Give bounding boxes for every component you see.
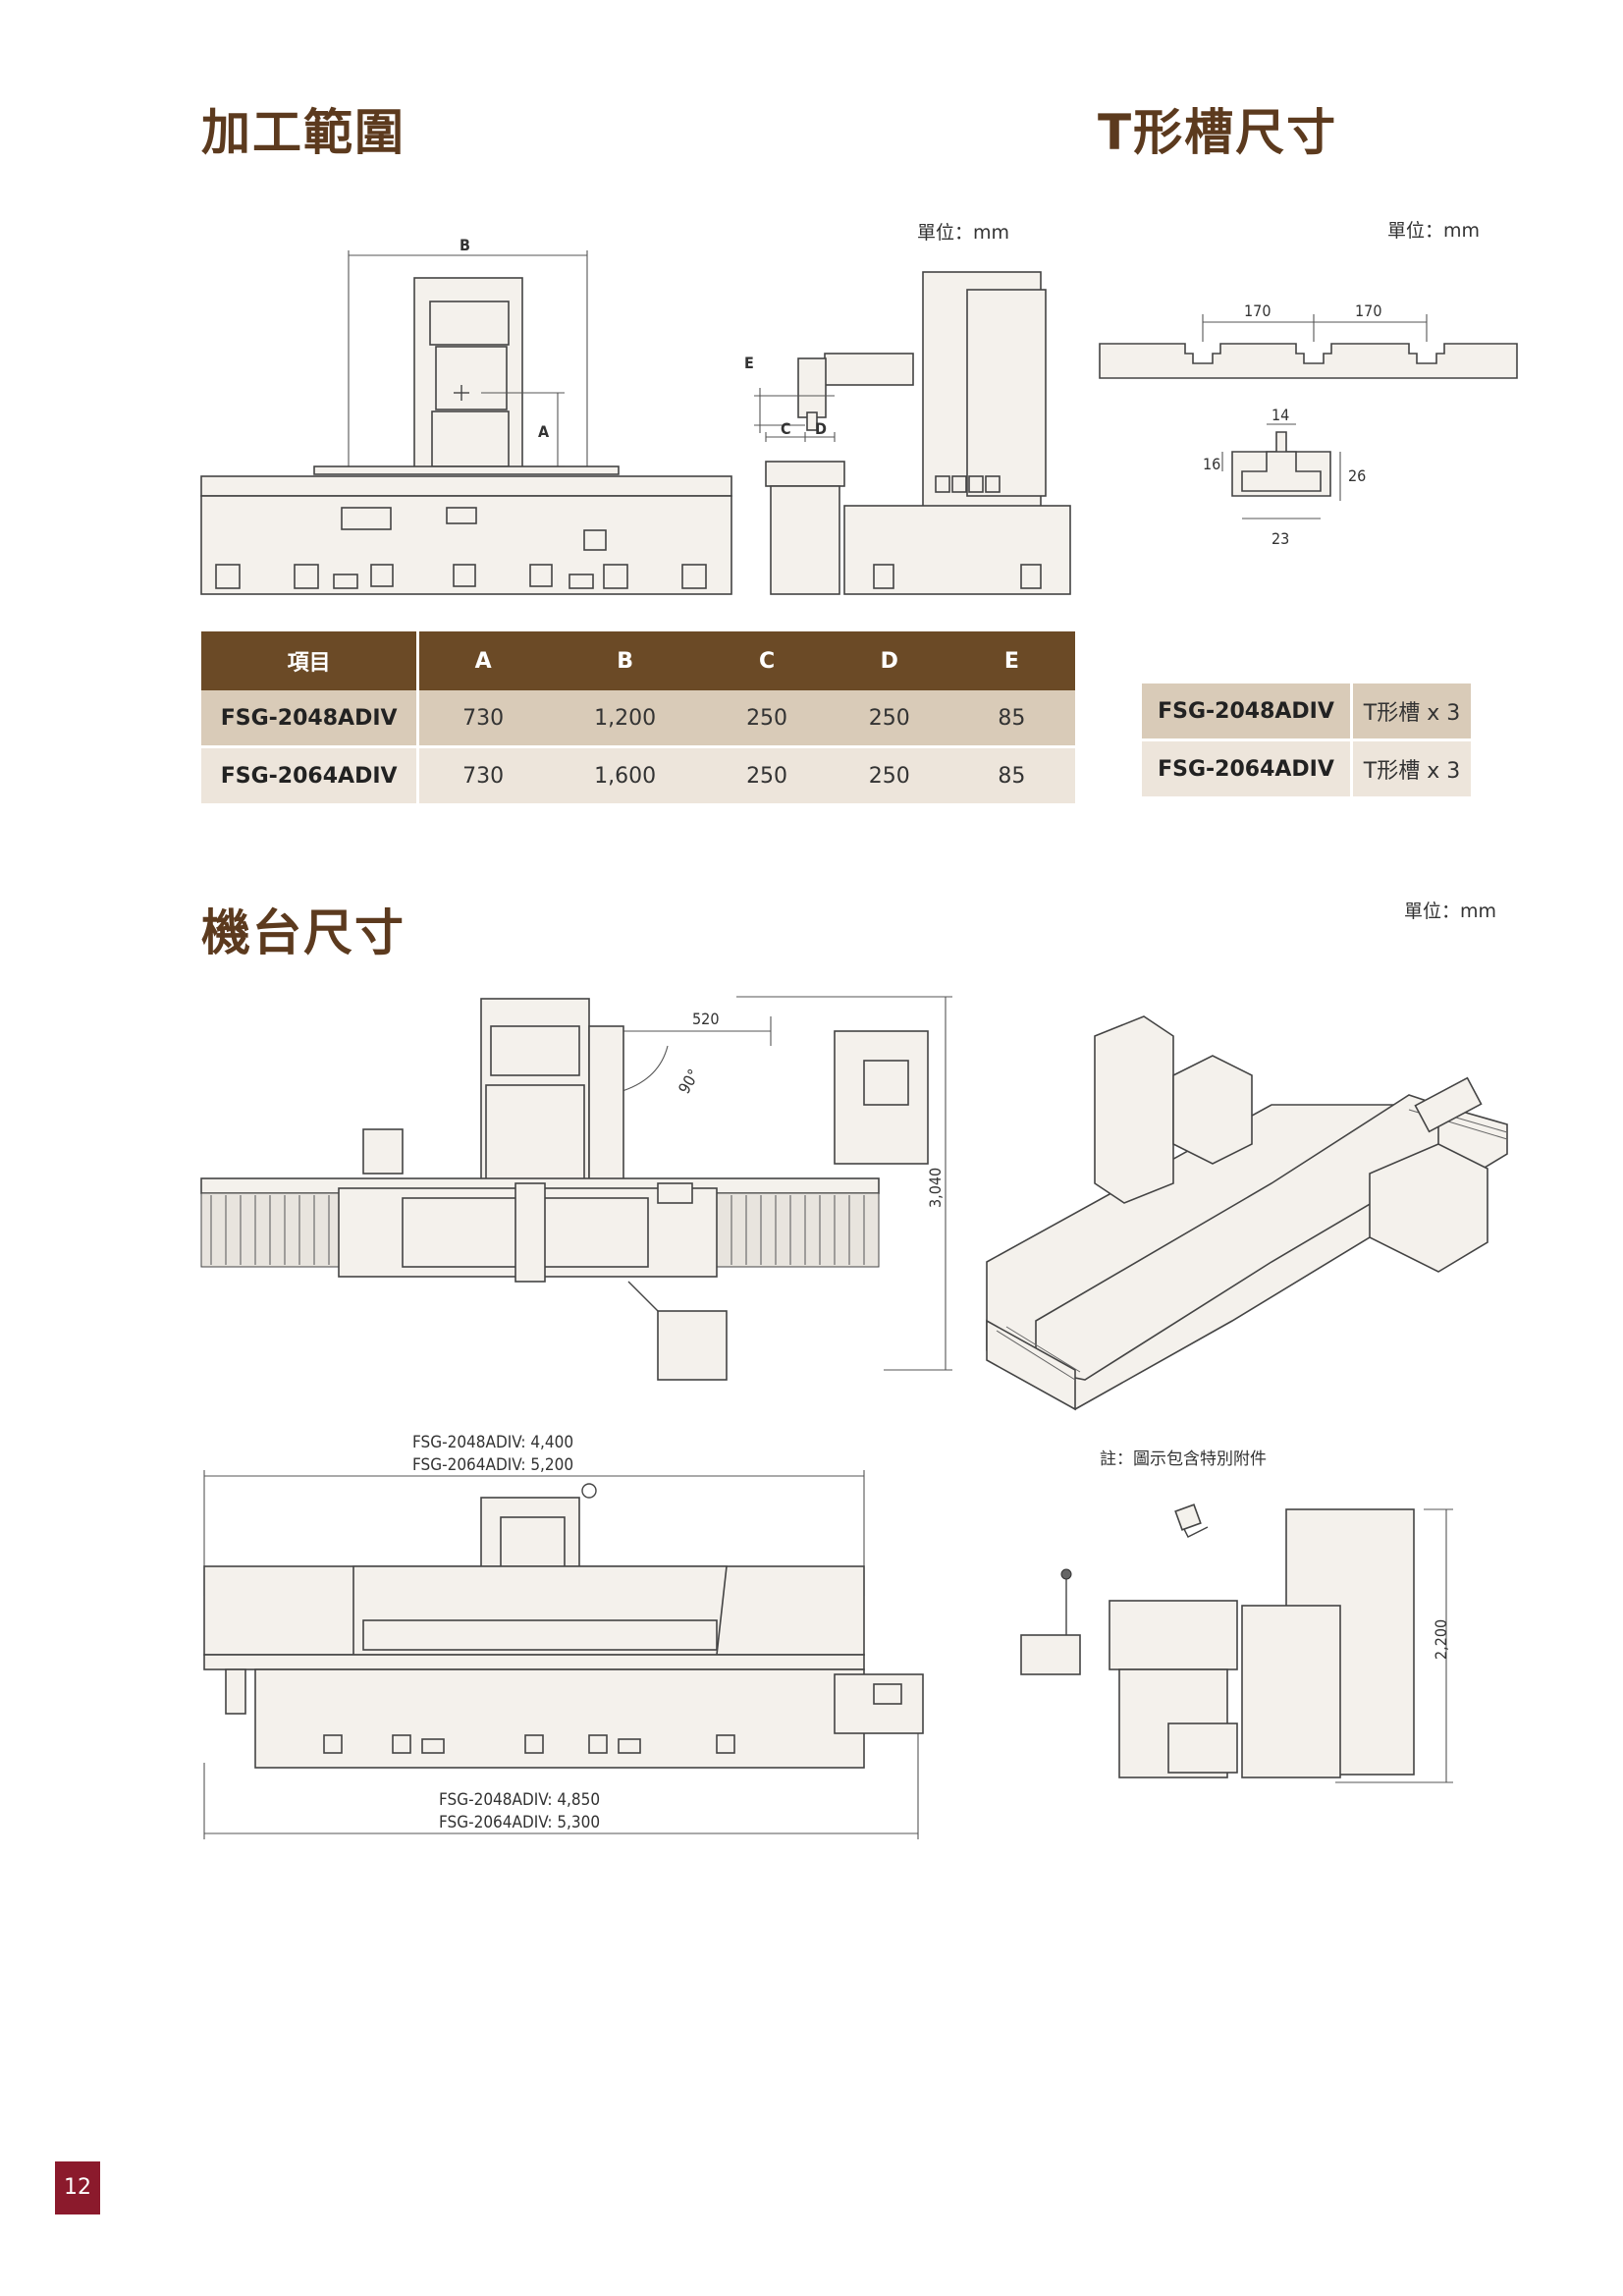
slot-depth-top: 16 bbox=[1203, 455, 1220, 473]
header-item: 項目 bbox=[201, 631, 420, 690]
machine-side-view: 2,200 bbox=[1020, 1503, 1453, 1783]
table-row: FSG-2064ADIV T形槽 x 3 bbox=[1142, 739, 1471, 796]
model-cell: FSG-2048ADIV bbox=[1142, 683, 1353, 741]
header-d: D bbox=[830, 631, 948, 690]
header-c: C bbox=[703, 631, 831, 690]
value-cell: 85 bbox=[947, 690, 1075, 748]
value-cell: 85 bbox=[947, 746, 1075, 803]
value-cell: 730 bbox=[417, 690, 547, 748]
machining-range-drawing: B A E C D bbox=[200, 236, 1071, 595]
machining-range-table: 項目 A B C D E FSG-2048ADIV 730 1,200 250 … bbox=[201, 631, 1075, 803]
dim-height: 2,200 bbox=[1432, 1619, 1450, 1660]
value-cell: 250 bbox=[703, 690, 831, 748]
heading-machining-range: 加工範圍 bbox=[201, 104, 406, 161]
label-d: D bbox=[815, 419, 827, 438]
unit-label-tslot: 單位：mm bbox=[1387, 220, 1481, 242]
label-e: E bbox=[744, 354, 754, 372]
slot-depth: 26 bbox=[1348, 466, 1366, 485]
pitch-1: 170 bbox=[1244, 301, 1271, 320]
length-label-top-2: FSG-2064ADIV: 5,200 bbox=[412, 1455, 574, 1475]
dim-depth: 3,040 bbox=[926, 1168, 945, 1208]
label-b: B bbox=[460, 236, 470, 254]
machine-front-view bbox=[203, 1470, 924, 1839]
value-cell: 730 bbox=[417, 746, 547, 803]
t-slot-drawing: 170 170 14 16 26 23 bbox=[1099, 301, 1518, 548]
value-cell: 1,200 bbox=[546, 690, 704, 748]
note-special-accessories: 註：圖示包含特別附件 bbox=[1100, 1449, 1267, 1469]
value-cell: 250 bbox=[830, 746, 948, 803]
dim-angle: 90° bbox=[675, 1066, 703, 1097]
length-label-top-1: FSG-2048ADIV: 4,400 bbox=[412, 1433, 574, 1452]
length-label-bottom-1: FSG-2048ADIV: 4,850 bbox=[439, 1790, 601, 1810]
model-cell: FSG-2064ADIV bbox=[201, 746, 420, 803]
value-cell: 250 bbox=[703, 746, 831, 803]
machine-top-view: 520 90° 3,040 bbox=[200, 996, 952, 1381]
heading-machine-dimensions: 機台尺寸 bbox=[201, 904, 406, 961]
table-header-row: 項目 A B C D E bbox=[201, 631, 1075, 690]
label-a: A bbox=[538, 422, 550, 441]
model-cell: FSG-2064ADIV bbox=[1142, 739, 1353, 796]
table-row: FSG-2048ADIV T形槽 x 3 bbox=[1142, 683, 1471, 741]
table-row: FSG-2064ADIV 730 1,600 250 250 85 bbox=[201, 746, 1075, 803]
header-b: B bbox=[546, 631, 704, 690]
pitch-2: 170 bbox=[1355, 301, 1381, 320]
value-cell: 250 bbox=[830, 690, 948, 748]
value-cell: T形槽 x 3 bbox=[1351, 683, 1471, 741]
table-row: FSG-2048ADIV 730 1,200 250 250 85 bbox=[201, 690, 1075, 748]
label-c: C bbox=[781, 419, 791, 438]
page-number: 12 bbox=[55, 2161, 100, 2214]
header-a: A bbox=[417, 631, 547, 690]
unit-label-range: 單位：mm bbox=[917, 222, 1010, 244]
slot-bottom-width: 23 bbox=[1271, 529, 1289, 548]
slot-top-width: 14 bbox=[1271, 406, 1289, 424]
value-cell: T形槽 x 3 bbox=[1351, 739, 1471, 796]
unit-label-machine: 單位：mm bbox=[1404, 901, 1497, 922]
length-label-bottom-2: FSG-2064ADIV: 5,300 bbox=[439, 1813, 601, 1832]
model-cell: FSG-2048ADIV bbox=[201, 690, 420, 748]
value-cell: 1,600 bbox=[546, 746, 704, 803]
machine-isometric-view bbox=[986, 1015, 1508, 1411]
t-slot-table: FSG-2048ADIV T形槽 x 3 FSG-2064ADIV T形槽 x … bbox=[1142, 683, 1471, 796]
heading-t-slot: T形槽尺寸 bbox=[1098, 104, 1338, 161]
header-e: E bbox=[947, 631, 1075, 690]
dim-top-width: 520 bbox=[692, 1010, 719, 1028]
